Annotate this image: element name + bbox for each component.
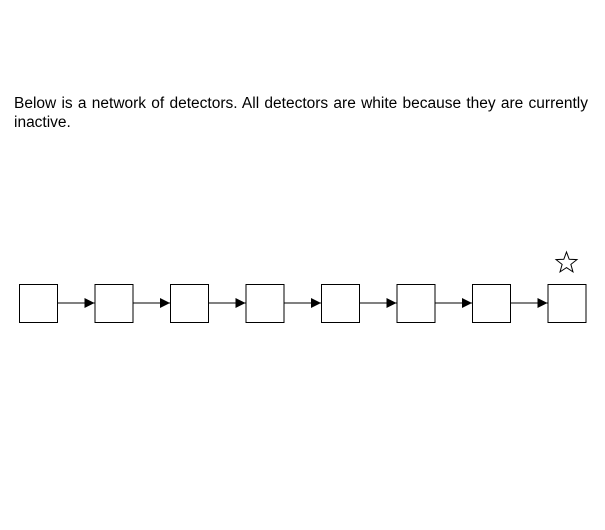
detector-3[interactable] <box>170 284 209 323</box>
detector-4[interactable] <box>245 284 285 323</box>
detector-8[interactable] <box>547 284 587 323</box>
detector-5[interactable] <box>321 284 360 323</box>
star-outline-icon <box>554 250 579 274</box>
detector-6[interactable] <box>396 284 436 323</box>
detector-7[interactable] <box>472 284 511 323</box>
detector-1[interactable] <box>19 284 58 323</box>
instructions-text: Below is a network of detectors. All det… <box>14 95 588 131</box>
detector-2[interactable] <box>94 284 134 323</box>
detector-network <box>19 250 587 323</box>
